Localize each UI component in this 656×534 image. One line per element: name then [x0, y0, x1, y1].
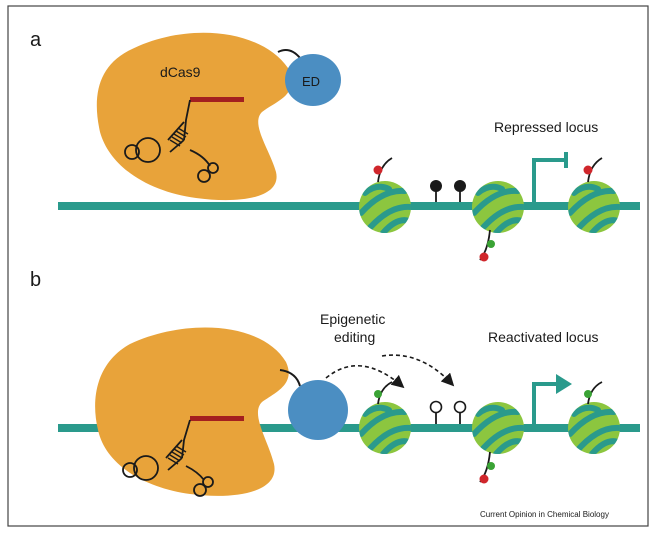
promoter-blocked-arrow-icon — [532, 152, 568, 202]
linker-b — [279, 369, 301, 387]
mark-red-b-1 — [479, 474, 489, 484]
panel-b: b Epigenetic editing — [30, 269, 640, 497]
effector-domain-b — [288, 380, 348, 440]
unmethylated-cpg-icon — [429, 400, 467, 424]
linker-a — [277, 49, 301, 59]
mark-green-b-3 — [487, 462, 495, 470]
dcas9-label-a: dCas9 — [160, 64, 201, 80]
panel-b-label: b — [30, 269, 41, 291]
editing-arrow-2 — [381, 354, 455, 387]
editing-arrow-1 — [325, 365, 405, 389]
sgrna-scaffold-b — [122, 419, 214, 497]
panel-a-label: a — [30, 29, 42, 51]
mark-red-a-3 — [479, 252, 489, 262]
promoter-arrow-icon — [532, 374, 572, 424]
mark-green-a-1 — [487, 240, 495, 248]
nucleosome-a-3 — [568, 181, 620, 233]
dna-strand-a — [58, 202, 640, 210]
nucleosome-a-1 — [359, 181, 411, 233]
sgrna-scaffold-a — [124, 99, 219, 183]
editing-label-line2: editing — [334, 329, 375, 345]
dcas9-protein-a — [96, 32, 292, 201]
locus-label-a: Repressed locus — [494, 119, 598, 135]
mark-green-b-1 — [374, 390, 382, 398]
nucleosome-a-2 — [472, 181, 524, 233]
figure-credit: Current Opinion in Chemical Biology — [480, 510, 609, 519]
effector-domain-a — [285, 54, 341, 106]
editing-label-line1: Epigenetic — [320, 311, 385, 327]
nucleosome-b-1 — [359, 402, 411, 454]
mark-red-a-1 — [373, 165, 383, 175]
guide-rna-a — [190, 97, 244, 102]
mark-green-b-2 — [584, 390, 592, 398]
mark-red-a-2 — [583, 165, 593, 175]
nucleosome-b-3 — [568, 402, 620, 454]
nucleosome-b-2 — [472, 402, 524, 454]
locus-label-b: Reactivated locus — [488, 329, 599, 345]
guide-rna-b — [190, 416, 244, 421]
dcas9-protein-b — [95, 327, 289, 496]
methylated-cpg-icon — [430, 180, 466, 202]
effector-label-a: ED — [302, 74, 320, 89]
panel-a: a dCas9 ED — [30, 29, 640, 262]
dna-strand-b — [58, 424, 640, 432]
